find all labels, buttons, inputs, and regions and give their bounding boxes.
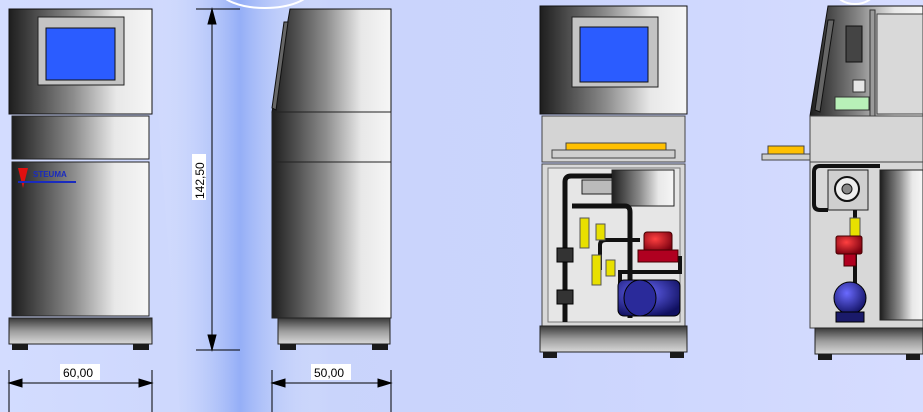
side-open-red-valve [835,235,863,255]
side-open-housing [879,169,923,321]
open-valve-2 [556,289,574,305]
side-width-dimension [270,370,393,412]
side-middle [271,111,392,163]
open-flowmeter-2 [591,254,602,286]
cabinet-plinth [8,317,153,345]
height-arrow-top [207,7,217,25]
brand-logo-underline [18,181,76,183]
brand-name: STEUMA [33,170,67,179]
side-open-green-panel [834,96,870,111]
side-open-pipe [812,164,880,212]
brand-logo-mark [18,168,28,188]
side-open-foot-right [906,354,920,360]
open-red-actuator [643,231,673,253]
cabinet-middle-panel [11,115,150,160]
open-gauge-2 [605,259,616,277]
front-width-arrow-left [7,378,23,388]
side-open-pump-base [835,311,865,323]
open-display-screen [579,26,649,83]
height-dimension [196,7,240,352]
side-open-tray [767,145,805,155]
front-view-open [539,5,688,358]
open-valve-1 [556,247,574,263]
side-open-filter-knob [841,183,853,195]
side-open-foot-left [818,354,832,360]
open-gauge-1 [595,223,606,241]
display-screen [45,27,116,81]
side-open-plinth [814,327,923,355]
side-width-arrow-right [377,378,393,388]
open-foot-right [670,352,684,358]
open-pipe-main [562,173,612,322]
side-width-label-bg [311,364,351,380]
side-open-handle [814,19,835,113]
front-width-dimension [7,370,154,412]
side-open-pump [833,281,867,315]
side-open-yellow-valve [849,217,861,237]
open-flowmeter-1 [579,217,590,249]
open-tray-base [551,149,676,159]
side-handle [271,21,289,111]
background-arc [225,0,305,9]
side-width-arrow-left [270,378,286,388]
height-label-bg [192,154,206,200]
height-arrow-bottom [207,334,217,352]
open-red-body [637,249,679,263]
open-pipe-branch [572,203,633,318]
side-open-tray-arm [761,153,811,161]
open-foot-left [543,352,557,358]
brand-logo: STEUMA [18,168,76,188]
open-pump-head [623,279,657,317]
foot-right [133,344,149,350]
side-open-inner-panel [876,13,923,115]
side-plinth [277,317,391,345]
front-view-closed: STEUMA [8,8,153,350]
front-width-label: 60,00 [63,366,93,380]
front-width-arrow-right [138,378,154,388]
side-width-label: 50,00 [314,366,344,380]
side-open-red-stem [843,253,857,267]
side-view-open [761,5,923,360]
open-pipe-loop [598,238,640,270]
side-lower [271,161,392,319]
side-foot-left [280,344,296,350]
side-open-slot [845,25,863,63]
side-foot-right [372,344,388,350]
side-top-slanted [271,8,392,113]
foot-left [12,344,28,350]
open-tray [565,142,667,151]
background-arc-2 [839,0,871,5]
side-view-closed [271,8,392,350]
cabinet-lower-door [11,161,150,317]
open-plinth [539,325,688,353]
front-width-label-bg [60,364,100,380]
side-open-mid [809,115,923,163]
height-label: 142,50 [193,162,207,199]
open-control-box [581,179,613,195]
side-open-indicator [852,79,866,93]
open-filter-housing [611,169,675,207]
